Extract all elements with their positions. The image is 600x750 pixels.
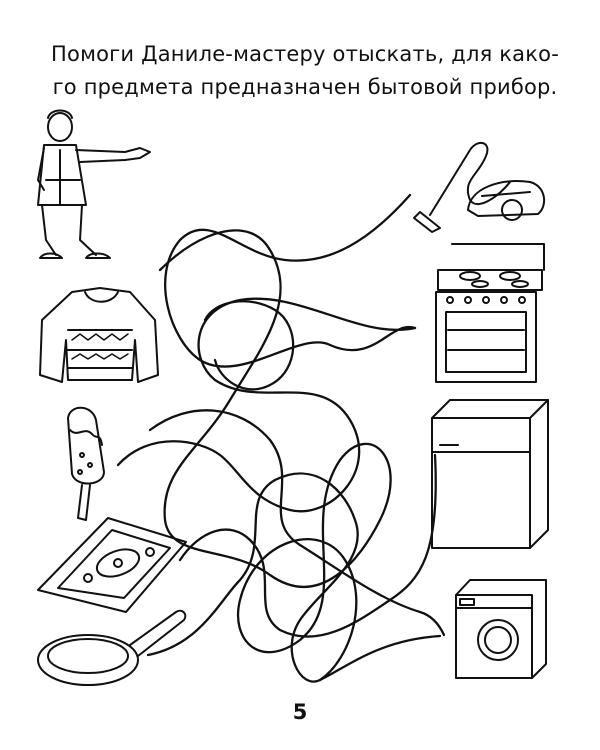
instruction-line-1: Помоги Даниле-мастеру отыскать, для како…: [51, 42, 559, 66]
maze-path-3: [158, 229, 392, 682]
maze-path-6: [146, 472, 442, 683]
sweater-icon[interactable]: [39, 287, 159, 383]
frying-pan-icon[interactable]: [37, 609, 187, 686]
page-number: 5: [292, 700, 308, 724]
refrigerator-icon[interactable]: [431, 399, 549, 549]
ice-cream-icon[interactable]: [67, 406, 105, 521]
instruction-line-2: го предмета предназначен бытовой прибор.: [52, 75, 558, 99]
maze-path-2: [116, 297, 417, 513]
washing-machine-icon[interactable]: [455, 579, 547, 679]
stove-icon[interactable]: [435, 243, 545, 383]
vacuum-cleaner-icon[interactable]: [413, 141, 546, 233]
maze-paths: [116, 193, 446, 683]
maze-path-1: [164, 193, 417, 368]
craftsman-figure-icon[interactable]: [37, 109, 151, 259]
maze-path-7: [203, 300, 295, 391]
maze-path-5: [178, 453, 437, 638]
rug-icon[interactable]: [37, 517, 187, 613]
maze-path-4: [148, 409, 446, 637]
instruction-text: Помоги Даниле-мастеру отыскать, для како…: [40, 38, 570, 104]
